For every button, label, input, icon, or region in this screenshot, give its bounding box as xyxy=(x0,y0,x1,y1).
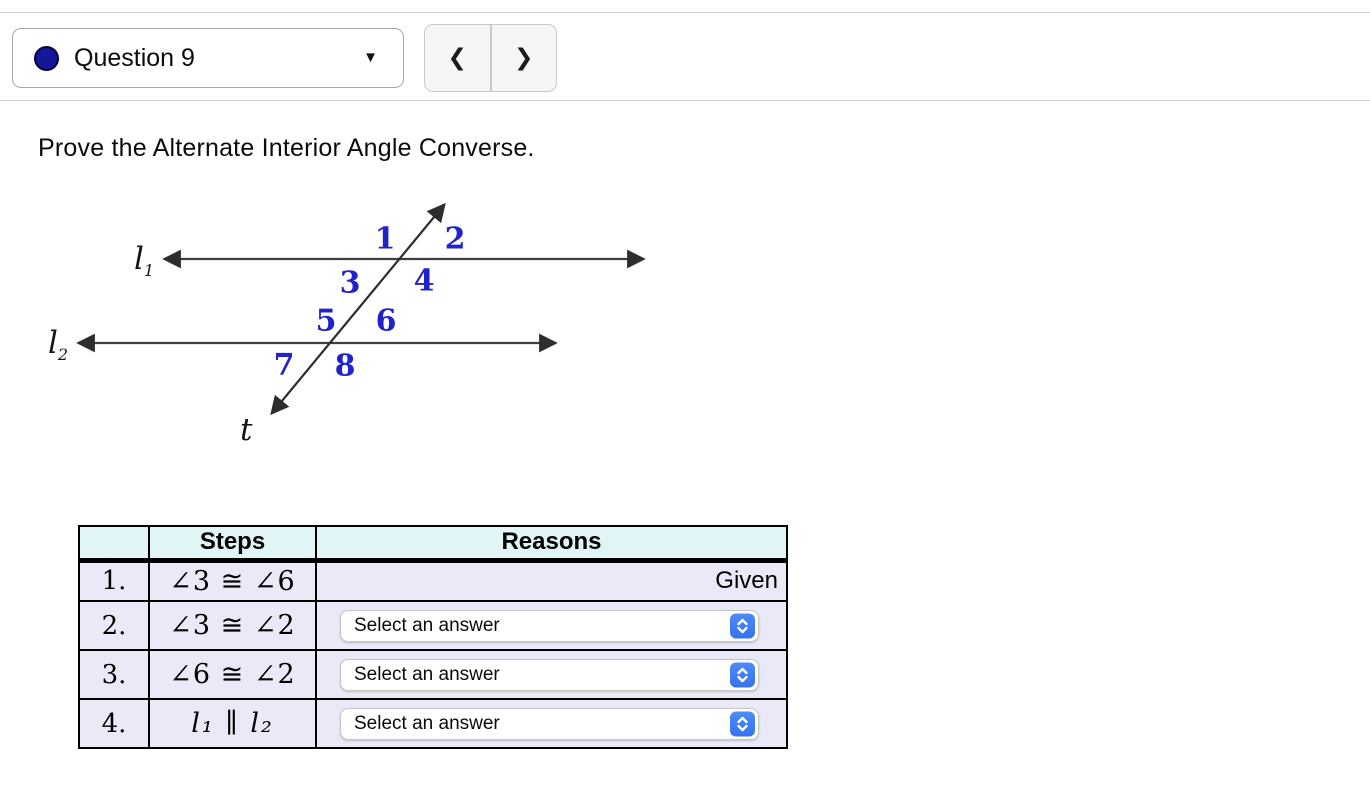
question-selector[interactable]: Question 9 ▼ xyxy=(12,28,404,88)
step-statement: l₁ ∥ l₂ xyxy=(148,698,317,749)
column-header-steps: Steps xyxy=(148,525,317,563)
proof-table-header-row: Steps Reasons xyxy=(78,525,788,563)
transversal-t-label: t xyxy=(240,412,253,448)
proof-row-3: 3. ∠6 ≅ ∠2 Select an answer xyxy=(78,649,788,700)
step-number: 1. xyxy=(78,559,150,602)
reason-given-text: Given xyxy=(315,559,788,602)
question-status-dot-icon xyxy=(34,45,59,71)
proof-row-1: 1. ∠3 ≅ ∠6 Given xyxy=(78,559,788,602)
previous-question-button[interactable]: ❮ xyxy=(425,25,490,91)
question-prompt: Prove the Alternate Interior Angle Conve… xyxy=(38,134,535,162)
step-number: 3. xyxy=(78,649,150,700)
angle-label-4: 4 xyxy=(414,264,435,299)
proof-row-2: 2. ∠3 ≅ ∠2 Select an answer xyxy=(78,600,788,651)
reason-select-value: Select an answer xyxy=(354,712,500,734)
angle-label-8: 8 xyxy=(335,349,356,384)
reason-select-row-2[interactable]: Select an answer xyxy=(340,609,759,642)
line-l2-label: l2 xyxy=(48,325,68,364)
proof-row-4: 4. l₁ ∥ l₂ Select an answer xyxy=(78,698,788,749)
step-number: 4. xyxy=(78,698,150,749)
reason-select-value: Select an answer xyxy=(354,614,500,636)
angle-label-2: 2 xyxy=(445,222,466,257)
transversal-t xyxy=(270,202,446,416)
proof-table: Steps Reasons 1. ∠3 ≅ ∠6 Given 2. ∠3 ≅ ∠… xyxy=(78,525,788,749)
question-nav-buttons: ❮ ❯ xyxy=(424,24,557,92)
chevron-left-icon: ❮ xyxy=(447,45,467,71)
angle-label-1: 1 xyxy=(375,222,396,257)
step-statement: ∠3 ≅ ∠2 xyxy=(148,600,317,651)
reason-select-row-3[interactable]: Select an answer xyxy=(340,658,759,691)
chevron-down-icon: ▼ xyxy=(363,49,378,67)
step-statement: ∠3 ≅ ∠6 xyxy=(148,559,317,602)
question-selector-label: Question 9 xyxy=(74,43,195,72)
question-nav-bar: Question 9 ▼ ❮ ❯ xyxy=(0,12,1370,101)
line-l1-label: l1 xyxy=(134,241,154,280)
column-header-blank xyxy=(78,525,150,563)
next-question-button[interactable]: ❯ xyxy=(489,25,557,91)
step-number: 2. xyxy=(78,600,150,651)
reason-select-value: Select an answer xyxy=(354,663,500,685)
reason-select-row-4[interactable]: Select an answer xyxy=(340,707,759,740)
column-header-reasons: Reasons xyxy=(315,525,788,563)
geometry-diagram: l1 l2 t 1 2 3 4 5 6 7 8 xyxy=(48,202,646,448)
step-statement: ∠6 ≅ ∠2 xyxy=(148,649,317,700)
angle-label-6: 6 xyxy=(376,304,397,339)
angle-label-3: 3 xyxy=(340,266,361,301)
select-updown-icon xyxy=(730,662,755,687)
angle-label-7: 7 xyxy=(274,348,295,383)
angle-label-5: 5 xyxy=(316,304,337,339)
select-updown-icon xyxy=(730,613,755,638)
select-updown-icon xyxy=(730,711,755,736)
chevron-right-icon: ❯ xyxy=(514,45,534,71)
